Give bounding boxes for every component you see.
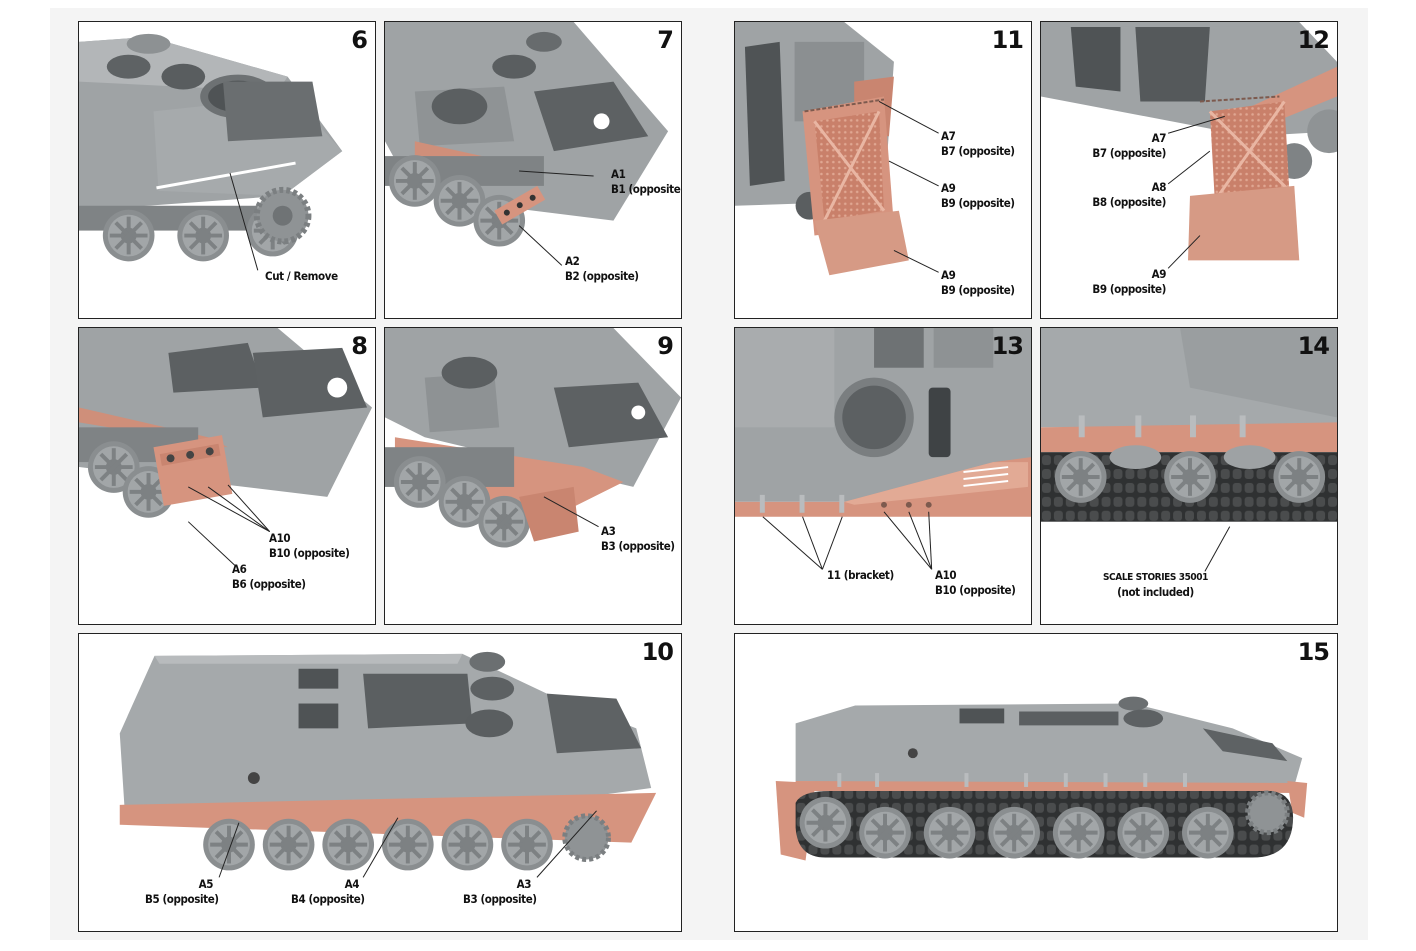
step-11-photo: [735, 22, 939, 276]
part-b6: B6 (opposite): [232, 577, 306, 591]
step-13-photo: [735, 328, 1031, 570]
step-number: 11: [991, 26, 1024, 54]
label-a4-b4: A4 B4 (opposite): [291, 877, 365, 907]
part-a7: A7: [1151, 131, 1167, 145]
part-a4: A4: [344, 877, 360, 891]
step-8-photo: [79, 328, 373, 567]
part-b9: B9 (opposite): [941, 283, 1015, 297]
part-a10: A10: [269, 531, 291, 545]
step-number: 8: [351, 332, 368, 360]
part-a2: A2: [565, 254, 580, 268]
label-a9-b9: A9 B9 (opposite): [1091, 267, 1166, 297]
label-a6-b6: A6 B6 (opposite): [232, 562, 306, 592]
step-number: 7: [657, 26, 674, 54]
step-7-panel: 7 A1 B1 (opposite) A2 B2 (opposite): [384, 21, 682, 319]
label-a3-b3: A3 B3 (opposite): [601, 524, 675, 554]
part-a6: A6: [232, 562, 247, 576]
part-b9: B9 (opposite): [1092, 282, 1166, 296]
part-a9: A9: [1151, 267, 1167, 281]
part-b5: B5 (opposite): [145, 892, 219, 906]
step-11-panel: 11 A7 B7 (opposite) A9 B9 (opposite) A9 …: [734, 21, 1032, 319]
label-a8-b8: A8 B8 (opposite): [1091, 180, 1166, 210]
part-a1: A1: [611, 167, 626, 181]
part-b10: B10 (opposite): [269, 546, 350, 560]
part-a3: A3: [601, 524, 616, 538]
part-b7: B7 (opposite): [941, 144, 1015, 158]
label-a1-b1: A1 B1 (opposite): [611, 167, 682, 197]
step-12-panel: 12 A7 B7 (opposite) A8 B8 (opposite) A9 …: [1040, 21, 1338, 319]
part-a7: A7: [941, 129, 956, 143]
part-a9: A9: [941, 181, 956, 195]
step-9-panel: 9 A3 B3 (opposite): [384, 327, 682, 625]
step-number: 6: [351, 26, 368, 54]
label-a7-b7: A7 B7 (opposite): [1091, 131, 1166, 161]
part-a3: A3: [516, 877, 532, 891]
step-8-panel: 8 A10 B10 (opposite) A6 B6 (opposite): [78, 327, 376, 625]
step-number: 14: [1297, 332, 1330, 360]
label-a10-b10: A10 B10 (opposite): [935, 568, 1016, 598]
step-number: 13: [991, 332, 1024, 360]
label-a7-b7: A7 B7 (opposite): [941, 129, 1015, 159]
step-14-photo: [1041, 328, 1337, 572]
part-a10: A10: [935, 568, 957, 582]
part-b1: B1 (opposite): [611, 182, 682, 196]
part-b10: B10 (opposite): [935, 583, 1016, 597]
part-b7: B7 (opposite): [1092, 146, 1166, 160]
part-b8: B8 (opposite): [1092, 195, 1166, 209]
step-15-panel: 15: [734, 633, 1338, 932]
step-number: 15: [1297, 638, 1330, 666]
step-number: 12: [1297, 26, 1330, 54]
part-b9: B9 (opposite): [941, 196, 1015, 210]
part-b2: B2 (opposite): [565, 269, 639, 283]
label-a10-b10: A10 B10 (opposite): [269, 531, 350, 561]
label-a9-b9-lower: A9 B9 (opposite): [941, 268, 1015, 298]
part-b3: B3 (opposite): [601, 539, 675, 553]
label-scale-stories: SCALE STORIES 35001 (not included): [1093, 570, 1218, 600]
step-7-photo: [385, 22, 669, 266]
step-12-photo: [1041, 22, 1337, 269]
step-13-panel: 13 11 (bracket) A10 B10 (opposite): [734, 327, 1032, 625]
step-10-photo: [119, 651, 657, 878]
step-15-photo: [775, 696, 1308, 861]
part-a9: A9: [941, 268, 956, 282]
part-a5: A5: [198, 877, 214, 891]
part-b4: B4 (opposite): [291, 892, 365, 906]
part-a8: A8: [1151, 180, 1167, 194]
label-a9-b9: A9 B9 (opposite): [941, 181, 1015, 211]
label-bracket: 11 (bracket): [827, 568, 894, 582]
step-10-panel: 10 A5 B5 (opposite) A4 B4 (opposite) A3 …: [78, 633, 682, 932]
step-6-photo: [79, 33, 343, 271]
part-b3: B3 (opposite): [463, 892, 537, 906]
label-a5-b5: A5 B5 (opposite): [145, 877, 219, 907]
step-14-panel: 14 SCALE STORIES 35001 (not included): [1040, 327, 1338, 625]
step-number: 9: [657, 332, 674, 360]
step-6-panel: 6 Cut / Remove: [78, 21, 376, 319]
step-number: 10: [641, 638, 674, 666]
step-9-photo: [385, 328, 681, 550]
label-a2-b2: A2 B2 (opposite): [565, 254, 639, 284]
label-a3-b3: A3 B3 (opposite): [463, 877, 537, 907]
product-name: SCALE STORIES 35001: [1102, 572, 1209, 583]
label-cut-remove: Cut / Remove: [265, 269, 338, 283]
not-included-note: (not included): [1117, 585, 1194, 599]
